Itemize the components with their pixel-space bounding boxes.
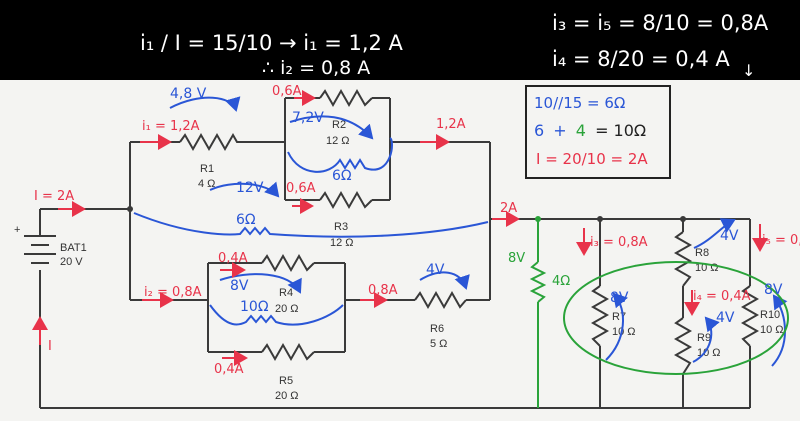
blue-arc-8v: [219, 273, 302, 294]
r3-value: 12 Ω: [330, 237, 354, 249]
label-i-06-mid: 0,6A: [286, 181, 316, 196]
r6-value: 5 Ω: [430, 338, 447, 350]
svg-text:6 + 4 = 10Ω: 6 + 4 = 10Ω: [534, 121, 646, 140]
r3-name: R3: [334, 221, 348, 233]
resistor-r6: [414, 290, 467, 310]
label-v-8-green: 8V: [508, 251, 525, 266]
resistor-r9: [673, 317, 693, 375]
blue-equiv-6ohm-mid: [133, 212, 489, 238]
header-down-arrow: ↓: [742, 61, 755, 80]
r7-value: 10 Ω: [612, 326, 636, 338]
r6-name: R6: [430, 323, 444, 335]
label-i3: i₃ = 0,8A: [590, 235, 648, 250]
resistor-r7: [590, 285, 610, 347]
green-resistor-4ohm: [529, 261, 547, 303]
label-i-06-top: 0,6A: [272, 84, 302, 99]
resistor-r5: [261, 342, 315, 362]
label-i-12: 1,2A: [436, 117, 466, 132]
label-i4: i₄ = 0,4A: [693, 289, 751, 304]
resistor-r4: [261, 253, 315, 273]
label-i-04-bot: 0,4A: [214, 362, 244, 377]
blue-arc-r8: [693, 218, 736, 249]
r10-name: R10: [760, 309, 780, 321]
label-v-48: 4,8 V: [170, 86, 207, 102]
header-left-line2: ∴ i₂ = 0,8 A: [262, 57, 370, 79]
label-i1: i₁ = 1,2A: [142, 119, 200, 134]
label-i-2a: 2A: [500, 201, 517, 216]
notes-box: 10//15 = 6Ω 6 + 4 = 10Ω I = 20/10 = 2A: [525, 85, 671, 179]
label-i-08-r6: 0,8A: [368, 283, 398, 298]
label-eq-4ohm: 4Ω: [552, 274, 570, 289]
label-eq-10ohm: 10Ω: [240, 299, 269, 315]
resistor-r10: [740, 285, 760, 347]
svg-text:+: +: [14, 224, 20, 236]
label-v-12: 12V: [236, 180, 264, 196]
header-left-line1: i₁ / I = 15/10 → i₁ = 1,2 A: [140, 31, 404, 55]
notes-line1: 10//15 = 6Ω: [534, 94, 625, 112]
label-i-source: I: [48, 339, 52, 354]
header-right-line1: i₃ = i₅ = 8/10 = 0,8A: [552, 11, 769, 35]
node-r7: [597, 216, 603, 222]
notes-line2-b: +: [553, 121, 566, 140]
header-right-line2: i₄ = 8/20 = 0,4 A: [552, 47, 730, 71]
r2-name: R2: [332, 119, 346, 131]
node-r8: [680, 216, 686, 222]
resistor-r1: [179, 132, 242, 152]
blue-arc-72v: [289, 115, 374, 140]
blue-arc-r9: [692, 316, 720, 363]
r5-name: R5: [279, 375, 293, 387]
whiteboard-area: [0, 80, 800, 421]
blue-arc-r7: [605, 292, 628, 361]
resistor-r3: [319, 190, 373, 210]
r1-name: R1: [200, 163, 214, 175]
label-v-72: 7,2V: [292, 110, 324, 126]
wires: [39, 97, 751, 409]
label-i-total: I = 2A: [34, 189, 74, 204]
r4-value: 20 Ω: [275, 303, 299, 315]
label-v-4-r9: 4V: [716, 310, 735, 326]
resistor-r8: [673, 231, 693, 287]
label-v-8: 8V: [230, 278, 249, 294]
r8-name: R8: [695, 247, 709, 259]
node-left: [127, 206, 133, 212]
resistor-r2: [319, 88, 373, 108]
notes-line3: I = 20/10 = 2A: [536, 150, 648, 168]
bat1-value: 20 V: [60, 256, 83, 268]
r5-value: 20 Ω: [275, 390, 299, 402]
notes-line2-d: = 10Ω: [595, 121, 646, 140]
bat1-name: BAT1: [60, 242, 87, 254]
green-node: [535, 216, 541, 222]
green-group-ellipse: [563, 261, 789, 375]
label-i-04-top: 0,4A: [218, 251, 248, 266]
notes-line2-c: 4: [576, 121, 586, 140]
r1-value: 4 Ω: [198, 178, 215, 190]
blue-arc-48v: [169, 96, 241, 112]
label-v-8-r7: 8V: [610, 290, 629, 306]
label-i2: i₂ = 0,8A: [144, 285, 202, 300]
label-eq-6ohm-top: 6Ω: [332, 168, 352, 184]
label-v-4-r8: 4V: [720, 228, 739, 244]
label-v-8-r10: 8V: [764, 282, 783, 298]
blue-equiv-6ohm-top: [287, 137, 393, 173]
r2-value: 12 Ω: [326, 135, 350, 147]
battery-bat1: +: [14, 224, 56, 264]
label-eq-6ohm-mid: 6Ω: [236, 212, 256, 228]
notes-line2-a: 6: [534, 121, 544, 140]
r10-value: 10 Ω: [760, 324, 784, 336]
r9-name: R9: [697, 332, 711, 344]
blue-arc-12v: [209, 181, 280, 198]
blue-equiv-10ohm: [209, 304, 344, 326]
r4-name: R4: [279, 287, 293, 299]
label-v-4-r6: 4V: [426, 262, 445, 278]
label-i5: i₅ = 0,8A: [762, 233, 800, 248]
blue-arc-4v-r6: [419, 271, 470, 290]
